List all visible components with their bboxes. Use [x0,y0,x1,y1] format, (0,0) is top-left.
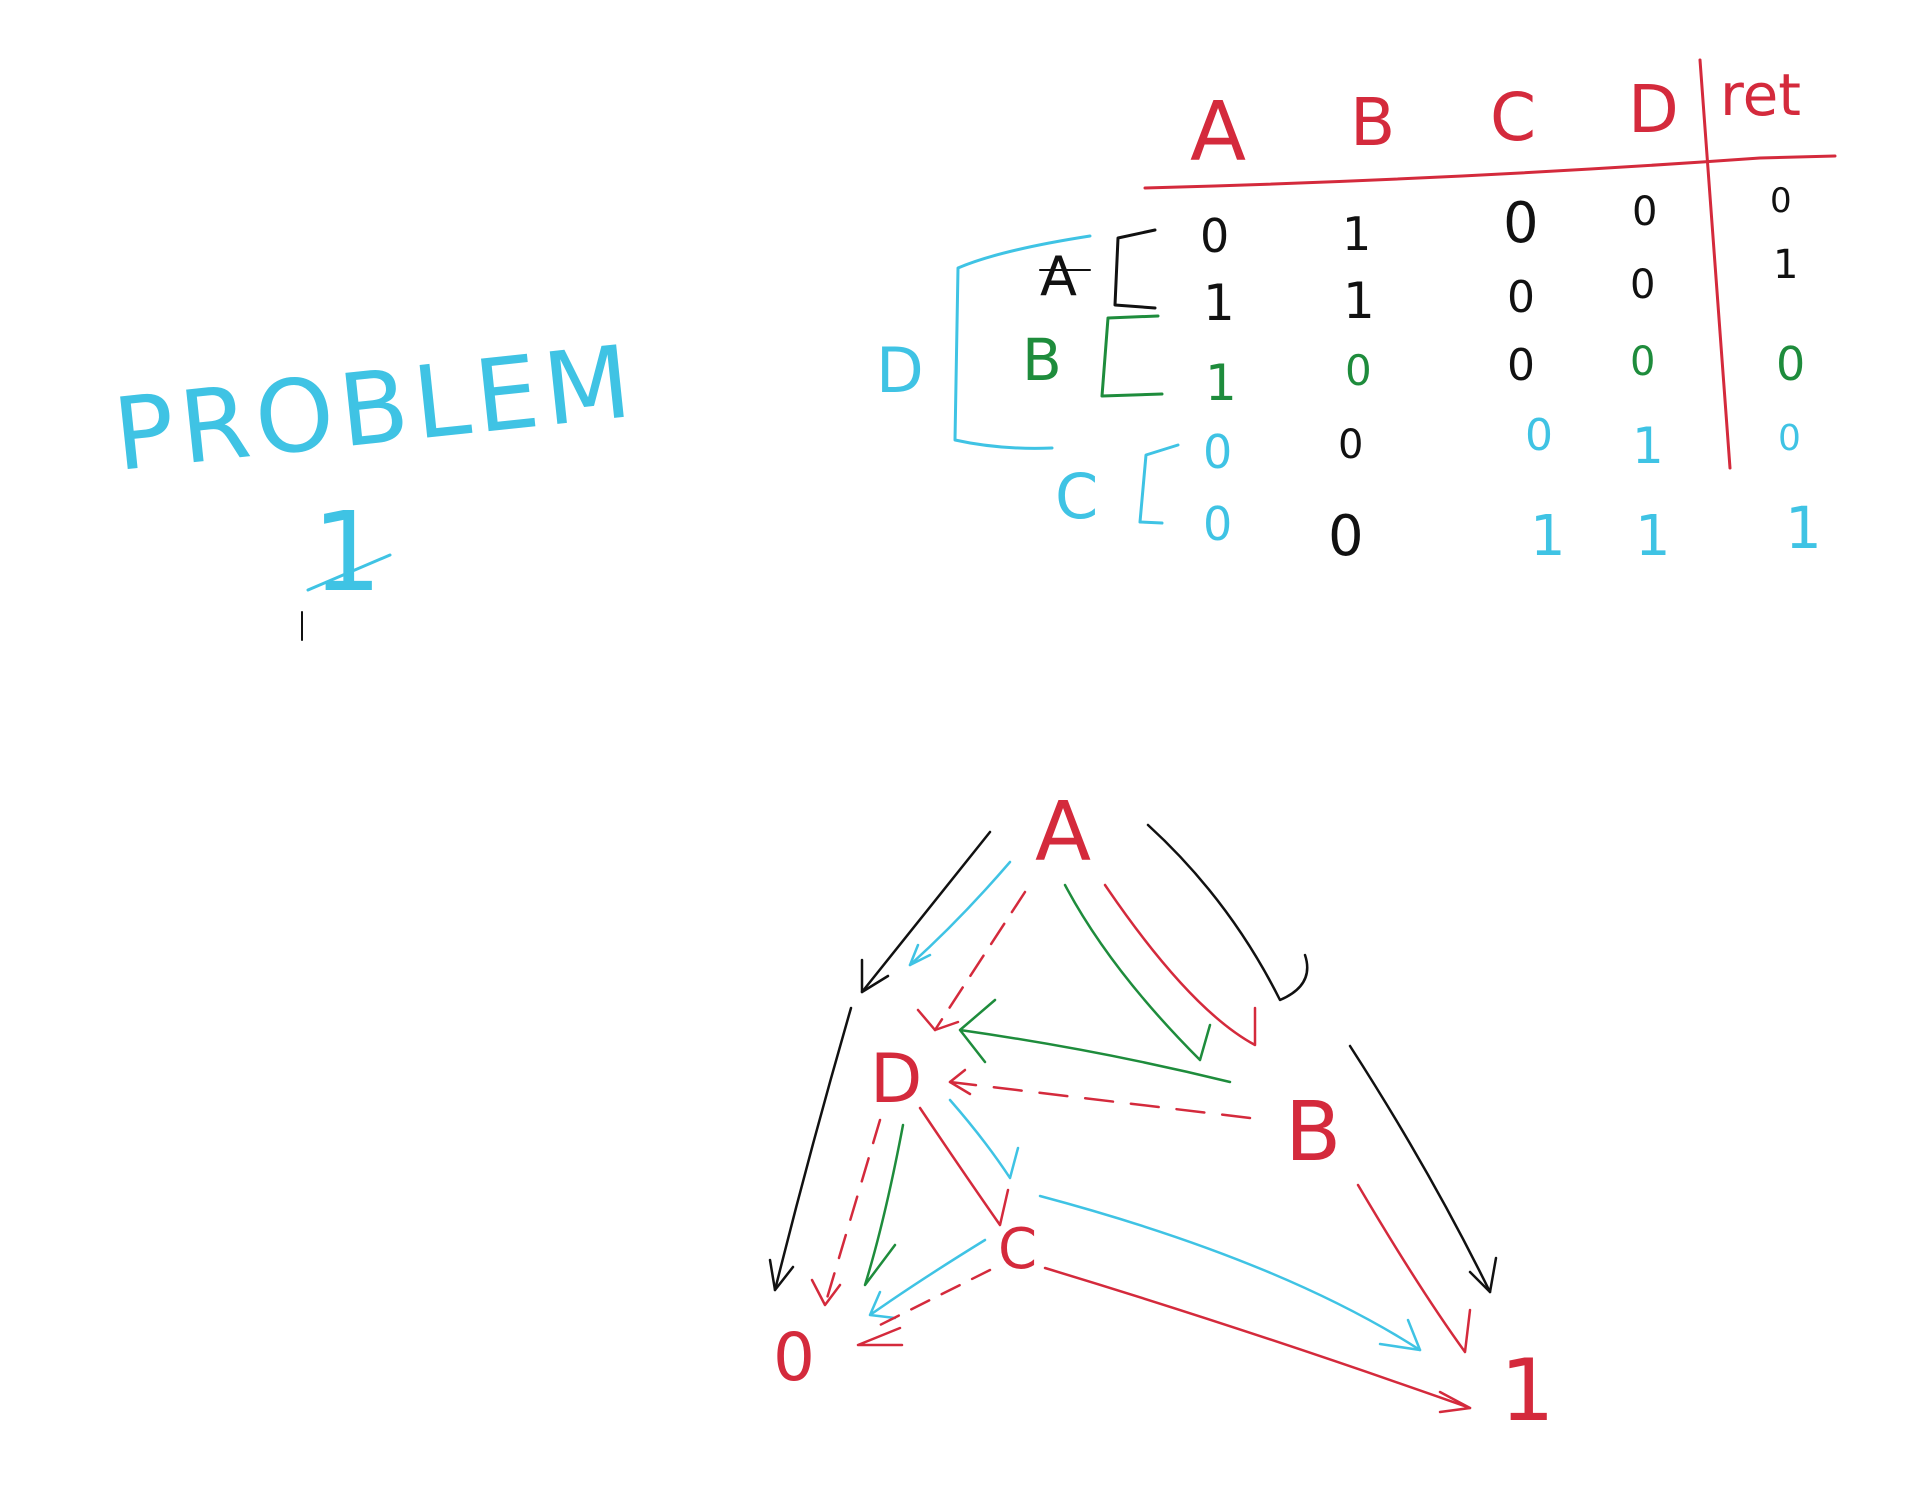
cell: 1 [1530,504,1566,569]
header-a: A [1190,85,1246,180]
truth-table: A B C D ret A B C D 0 1 0 0 0 1 1 [876,58,1837,569]
cell: 1 [1205,354,1237,412]
problem-title: PROBLEM 1 [108,323,642,641]
bracket-c [1138,443,1180,525]
cell: 0 [1770,181,1792,221]
arrowhead-icon [1468,1256,1498,1294]
black-edges [768,823,1498,1294]
edge-b-to-one [1348,1044,1492,1294]
row-label-outer-d: D [876,334,924,407]
edge-b-to-d-green [958,998,1232,1084]
problem-number: 1 [312,488,382,616]
table-ret-divider [1698,58,1732,470]
cell: 0 [1345,346,1372,395]
arrowhead-icon [810,1278,842,1307]
table-row: 0 1 0 0 0 [1200,181,1792,263]
edge-a-to-b [1146,823,1309,1002]
edge-d-to-zero-green [863,1123,905,1287]
cell: 0 [1507,340,1535,391]
row-label-b: B [1022,326,1062,394]
cell: 0 [1632,189,1657,235]
edge-d-to-c-blue [948,1098,1020,1180]
arrowhead-icon [856,1326,904,1347]
bracket-a [1113,228,1157,310]
cell: 0 [1203,425,1232,479]
graph-node-one: 1 [1500,1341,1555,1441]
graph-node-d: D [870,1040,922,1119]
blue-edges [868,860,1422,1352]
header-c: C [1490,79,1536,156]
edge-b-to-one-red [1356,1183,1472,1354]
table-row: 0 0 1 1 1 [1203,494,1822,569]
red-edges [810,883,1472,1414]
cell: 0 [1630,339,1655,385]
arrowhead-icon [860,958,890,994]
edge-d-to-zero-red-dashed [823,1118,882,1307]
edge-a-to-b-green [1063,883,1212,1062]
header-b: B [1350,84,1395,161]
cell: 0 [1203,497,1232,551]
arrowhead-icon [768,1258,795,1292]
graph-node-c: C [998,1217,1037,1282]
edge-c-to-one-red [1043,1266,1472,1410]
edge-a-to-b-red [1103,883,1257,1047]
row-label-a: A [1040,245,1077,308]
cell: 1 [1632,417,1664,475]
green-edges [863,883,1232,1287]
row-label-c: C [1055,460,1098,533]
table-row: 0 0 0 1 0 [1203,410,1801,479]
cell: 0 [1525,410,1553,461]
cell: 0 [1200,209,1229,263]
graph-node-a: A [1035,785,1091,880]
edge-a-to-d [860,830,992,994]
cell: 0 [1503,191,1539,256]
edge-d-to-c-red [918,1106,1010,1227]
cell: 0 [1507,272,1535,323]
header-d: D [1628,71,1679,148]
table-header-divider [1143,154,1837,190]
edge-a-to-d-blue [908,860,1012,967]
cell: 1 [1342,207,1371,261]
decision-graph: A D B C 0 1 [768,785,1555,1441]
arrowhead-icon [948,1068,972,1096]
problem-number-underline [306,553,392,592]
edge-d-to-zero [773,1006,853,1292]
edge-a-to-d-red-dashed [933,890,1027,1032]
cell: 1 [1203,274,1235,332]
graph-node-zero: 0 [773,1319,815,1396]
cell: 1 [1773,242,1798,288]
arrowhead-icon [908,943,932,967]
bracket-outer-d [953,234,1092,450]
edge-c-to-zero-red-dashed [878,1268,992,1327]
cell: 1 [1635,504,1671,569]
problem-title-text: PROBLEM [108,323,642,494]
cell: 1 [1785,494,1822,562]
cell: 1 [1343,272,1375,330]
cell: 0 [1776,337,1805,391]
graph-node-b: B [1285,1085,1341,1180]
edge-b-to-d-red-dashed [948,1080,1252,1120]
cell: 0 [1328,504,1364,569]
bracket-b [1100,314,1164,398]
arrowhead-icon [916,1008,960,1032]
table-header: A B C D ret [1190,61,1801,180]
table-row: 1 1 0 0 1 [1203,242,1798,332]
cell: 0 [1338,422,1363,468]
cell: 0 [1778,418,1801,459]
header-ret: ret [1720,61,1801,129]
edge-c-to-one-blue [1038,1194,1422,1352]
edge-c-to-zero-blue [868,1238,987,1320]
table-row: 1 0 0 0 0 [1205,337,1805,412]
arrowhead-icon [1378,1318,1422,1352]
cell: 0 [1630,262,1655,308]
arrowhead-icon [1438,1390,1472,1414]
